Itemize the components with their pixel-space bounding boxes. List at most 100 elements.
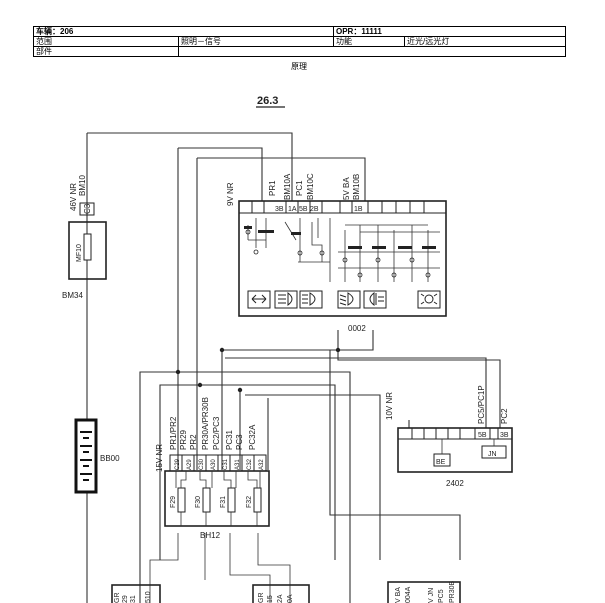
c2402-wire-pc5: PC5/PC1P (477, 385, 486, 424)
bottom-label-10: 004A (405, 586, 412, 603)
c0002-pin-5b: 5B (299, 206, 308, 213)
mf10-location: BM34 (62, 291, 83, 300)
parking-light-icon (417, 290, 441, 309)
bh12-pin-a31: A31 (235, 459, 241, 470)
c0002-pin-2b: 2B (310, 206, 319, 213)
mf10-pin-box (79, 202, 95, 216)
bh12-wire-1: PR1/PR2 (169, 416, 178, 450)
bottom-label-13: PR30B (449, 580, 456, 603)
bh12-wire-7: PC3 (235, 434, 244, 450)
c0002-conn-bm10b: BM10B (352, 174, 361, 200)
bh12-wire-5: PC2/PC3 (212, 416, 221, 450)
c2402-pin-5b: 5B (478, 432, 487, 439)
bottom-label-2: 29 (122, 595, 129, 603)
junction-dot (197, 382, 203, 388)
fuse-f29-label: F29 (170, 496, 177, 508)
bh12-wire-3: PR2 (189, 434, 198, 450)
wire-right-drop (178, 371, 351, 603)
page-number: 26.3 (257, 95, 278, 107)
bh12-pin-a32: A32 (259, 459, 265, 470)
c2402-be: BE (436, 459, 446, 466)
wire-pc5 (225, 357, 487, 428)
junction-dot (219, 347, 225, 353)
bh12-pin-c29: C29 (175, 458, 181, 470)
c0002-icon-row (247, 290, 441, 309)
wire-pc3-drop (245, 394, 381, 560)
bh12-component: 15V NR PR1/PR2 PR29 PR2 PR30A/PR30B PC2/… (155, 397, 270, 540)
bh12-voltage: 15V NR (155, 444, 164, 472)
high-beam-icon (299, 290, 323, 309)
bottom-label-9: V BA (395, 587, 402, 603)
c2402-pin-strip (397, 427, 513, 440)
c0002-pin-strip (238, 200, 447, 214)
bottom-label-3: 31 (130, 595, 137, 603)
mf10-fuse-symbol (83, 233, 92, 261)
c2402-box (397, 427, 513, 473)
bottom-box-3 (387, 581, 461, 603)
c2402-name: 2402 (446, 479, 464, 488)
wire-bm10b (197, 157, 366, 201)
fuse-f30 (202, 487, 211, 513)
bh12-pin-a29: A29 (187, 459, 193, 470)
mf10-name: MF10 (76, 244, 83, 262)
c0002-wire-bm10a: BM10A (283, 173, 292, 200)
junction-dot (335, 347, 341, 353)
fuse-f31-label: F31 (220, 496, 227, 508)
wire-left-2 (159, 384, 200, 560)
bh12-wire-6: PC31 (225, 429, 234, 450)
c2402-wire-pc2: PC2 (500, 408, 509, 424)
fuse-f32-label: F32 (246, 496, 253, 508)
mf10-connector: BM10 (78, 175, 87, 196)
c0002-wire-pr1: PR1 (268, 180, 277, 196)
fuse-f29 (177, 487, 186, 513)
bottom-label-5: GR (258, 593, 265, 603)
bottom-label-12: PC5 (438, 589, 445, 603)
mf10-voltage: 46V NR (69, 183, 78, 211)
bottom-label-11: V JN (428, 588, 435, 603)
junction-dot (237, 387, 243, 393)
c0002-voltage: 9V NR (226, 182, 235, 206)
part-value (178, 46, 566, 57)
wire-to-bottom-right (329, 350, 461, 560)
c2402-pin-3b: 3B (500, 432, 509, 439)
fuse-f32 (253, 487, 262, 513)
wire-top-bus (87, 132, 293, 201)
bottom-label-6: 15 (267, 595, 274, 603)
wire-fuse-out-3 (229, 533, 271, 603)
bh12-box (164, 470, 270, 527)
mf10-component: 46V NR BM10 C3 MF10 BM34 (62, 175, 107, 300)
c0002-name: 0002 (348, 324, 366, 333)
junction-dot (175, 369, 181, 375)
c0002-component: 9V NR PR1 BM10A PC1 BM10C 5V BA BM10B 3B… (226, 173, 447, 333)
wire-right-2 (200, 384, 336, 560)
c2402-voltage: 10V NR (385, 392, 394, 420)
wire-far-left (139, 371, 178, 603)
bh12-pin-c30: C30 (199, 458, 205, 470)
wire-return-1 (222, 330, 374, 351)
c2402-jn: JN (488, 451, 497, 458)
bh12-wire-8: PC32A (248, 424, 257, 450)
wire-fuse-out-4 (257, 533, 291, 603)
mf10-pin: C3 (83, 203, 92, 214)
arrow-icon (247, 290, 271, 309)
bh12-pin-a30: A30 (211, 459, 217, 470)
bh12-pin-c31: C31 (223, 458, 229, 470)
front-fog-icon (337, 290, 361, 309)
bottom-label-8: 0A (287, 594, 294, 603)
bottom-label-7: 2A (277, 594, 284, 603)
wire-pc2 (337, 330, 501, 428)
c0002-pin-3b: 3B (275, 206, 284, 213)
bottom-box-2 (252, 584, 310, 603)
bottom-components: GR 29 31 510 GR 15 2A 0A V BA 004A V JN … (111, 580, 461, 603)
low-beam-icon (274, 290, 298, 309)
c0002-wire-pc1: PC1 (295, 180, 304, 196)
info-header: 车辆：206 OPR：11111 范围 照明－信号 功能 近光/远光灯 部件 (33, 26, 566, 57)
fuse-f31 (227, 487, 236, 513)
c0002-pin-1a: 1A (288, 206, 297, 213)
bh12-pin-c32: C32 (247, 458, 253, 470)
c2402-component: 10V NR PC5/PC1P PC2 5B 3B BE JN 2402 (385, 385, 513, 488)
bottom-label-1: GR (114, 593, 121, 603)
bottom-box-1 (111, 584, 161, 603)
fuse-f30-label: F30 (195, 496, 202, 508)
